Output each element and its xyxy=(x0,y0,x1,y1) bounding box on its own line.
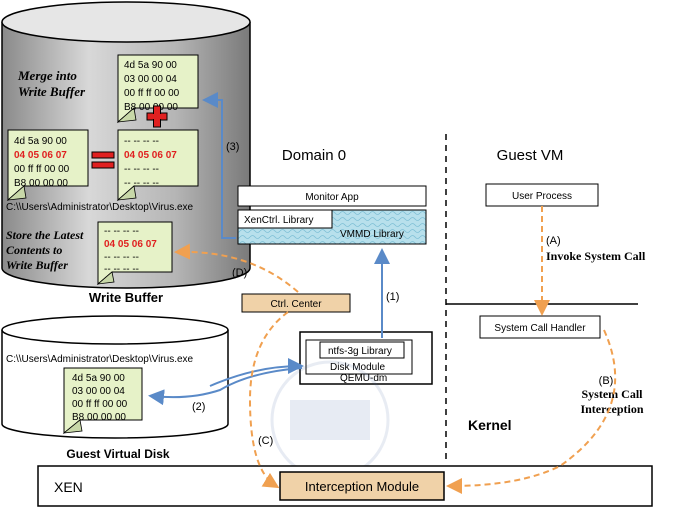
merged-line-3: 00 ff ff 00 00 xyxy=(124,88,180,99)
domain0-title: Domain 0 xyxy=(282,147,346,164)
equals-icon xyxy=(91,151,115,169)
latest-line-1: -- -- -- -- xyxy=(104,226,139,237)
write-buffer-label: Write Buffer xyxy=(89,290,163,305)
step-a-label: (A) xyxy=(546,235,561,247)
guest-vm-title: Guest VM xyxy=(497,147,564,164)
disk-line-1: 4d 5a 90 00 xyxy=(72,373,125,384)
original-data-note: 4d 5a 90 00 04 05 06 07 00 ff ff 00 00 B… xyxy=(6,129,89,202)
step-d-label: (D) xyxy=(232,267,247,279)
step-1-label: (1) xyxy=(386,291,399,303)
merge-label-line1: Merge into xyxy=(17,68,77,83)
watermark-seal xyxy=(270,360,390,480)
disk-line-2: 03 00 00 04 xyxy=(72,386,125,397)
delta-line-1: -- -- -- -- xyxy=(124,136,159,147)
guest-virtual-disk-label: Guest Virtual Disk xyxy=(66,447,169,461)
system-call-interception-line2: Interception xyxy=(580,402,643,416)
latest-line-2: 04 05 06 07 xyxy=(104,239,157,250)
disk-file-path: C:\\Users\Administrator\Desktop\Virus.ex… xyxy=(6,354,194,365)
interception-module-label: Interception Module xyxy=(305,479,419,494)
merged-data-note: 4d 5a 90 00 03 00 00 04 00 ff ff 00 00 B… xyxy=(116,54,199,124)
disk-line-4: B8 00 00 00 xyxy=(72,412,126,423)
ntfs3g-library-label: ntfs-3g Library xyxy=(328,346,392,357)
original-line-2: 04 05 06 07 xyxy=(14,150,67,161)
latest-line-4: -- -- -- -- xyxy=(104,264,139,275)
system-call-handler-label: System Call Handler xyxy=(494,323,586,334)
delta-line-2: 04 05 06 07 xyxy=(124,150,177,161)
store-label-line2: Contents to xyxy=(6,243,62,257)
interception-module-box xyxy=(279,471,445,501)
merged-line-1: 4d 5a 90 00 xyxy=(124,60,177,71)
delta-data-note: -- -- -- -- 04 05 06 07 -- -- -- -- -- -… xyxy=(116,129,199,202)
store-label-line3: Write Buffer xyxy=(6,258,68,272)
invoke-system-call-label: Invoke System Call xyxy=(546,249,646,263)
arrow-c xyxy=(248,311,289,489)
monitor-app-box xyxy=(237,185,427,207)
disk-data-note: 4d 5a 90 00 03 00 00 04 00 ff ff 00 00 B… xyxy=(62,367,143,435)
original-line-3: 00 ff ff 00 00 xyxy=(14,164,70,175)
kernel-label: Kernel xyxy=(468,417,512,433)
system-call-handler-box xyxy=(479,315,601,339)
xen-label: XEN xyxy=(54,479,83,495)
original-line-1: 4d 5a 90 00 xyxy=(14,136,67,147)
xenctrl-library-label: XenCtrl. Library xyxy=(244,215,313,226)
ctrl-center-box xyxy=(241,293,351,313)
user-process-label: User Process xyxy=(512,191,572,202)
latest-line-3: -- -- -- -- xyxy=(104,252,139,263)
step-3-label: (3) xyxy=(226,141,239,153)
arrow-2 xyxy=(148,367,303,406)
step-c-label: (C) xyxy=(258,435,273,447)
step-b-label: (B) xyxy=(599,375,614,387)
disk-module-label: Disk Module xyxy=(330,362,385,373)
merged-line-4: B8 00 00 00 xyxy=(124,102,178,113)
write-buffer-file-path: C:\\Users\Administrator\Desktop\Virus.ex… xyxy=(6,202,194,213)
delta-line-3: -- -- -- -- xyxy=(124,164,159,175)
vmmd-library-label: VMMD Library xyxy=(340,229,404,240)
ctrl-center-label: Ctrl. Center xyxy=(270,299,322,310)
step-2-label: (2) xyxy=(192,401,205,413)
arrow-2-tail xyxy=(209,358,304,387)
disk-line-3: 00 ff ff 00 00 xyxy=(72,399,128,410)
monitor-app-label: Monitor App xyxy=(305,192,359,203)
arrow-d xyxy=(174,243,299,293)
original-line-4: B8 00 00 00 xyxy=(14,178,68,189)
arrow-3 xyxy=(202,92,236,239)
store-label-line1: Store the Latest xyxy=(6,228,84,242)
xenctrl-library-box xyxy=(237,209,333,229)
plus-icon xyxy=(146,105,168,128)
ntfs3g-library-box xyxy=(319,341,405,359)
delta-line-4: -- -- -- -- xyxy=(124,178,159,189)
system-call-interception-line1: System Call xyxy=(582,387,644,401)
merge-label-line2: Write Buffer xyxy=(18,84,86,99)
merged-line-2: 03 00 00 04 xyxy=(124,74,177,85)
latest-data-note: -- -- -- -- 04 05 06 07 -- -- -- -- -- -… xyxy=(96,221,173,286)
arrow-b xyxy=(446,329,617,494)
qemu-dm-label: QEMU-dm xyxy=(340,373,387,384)
